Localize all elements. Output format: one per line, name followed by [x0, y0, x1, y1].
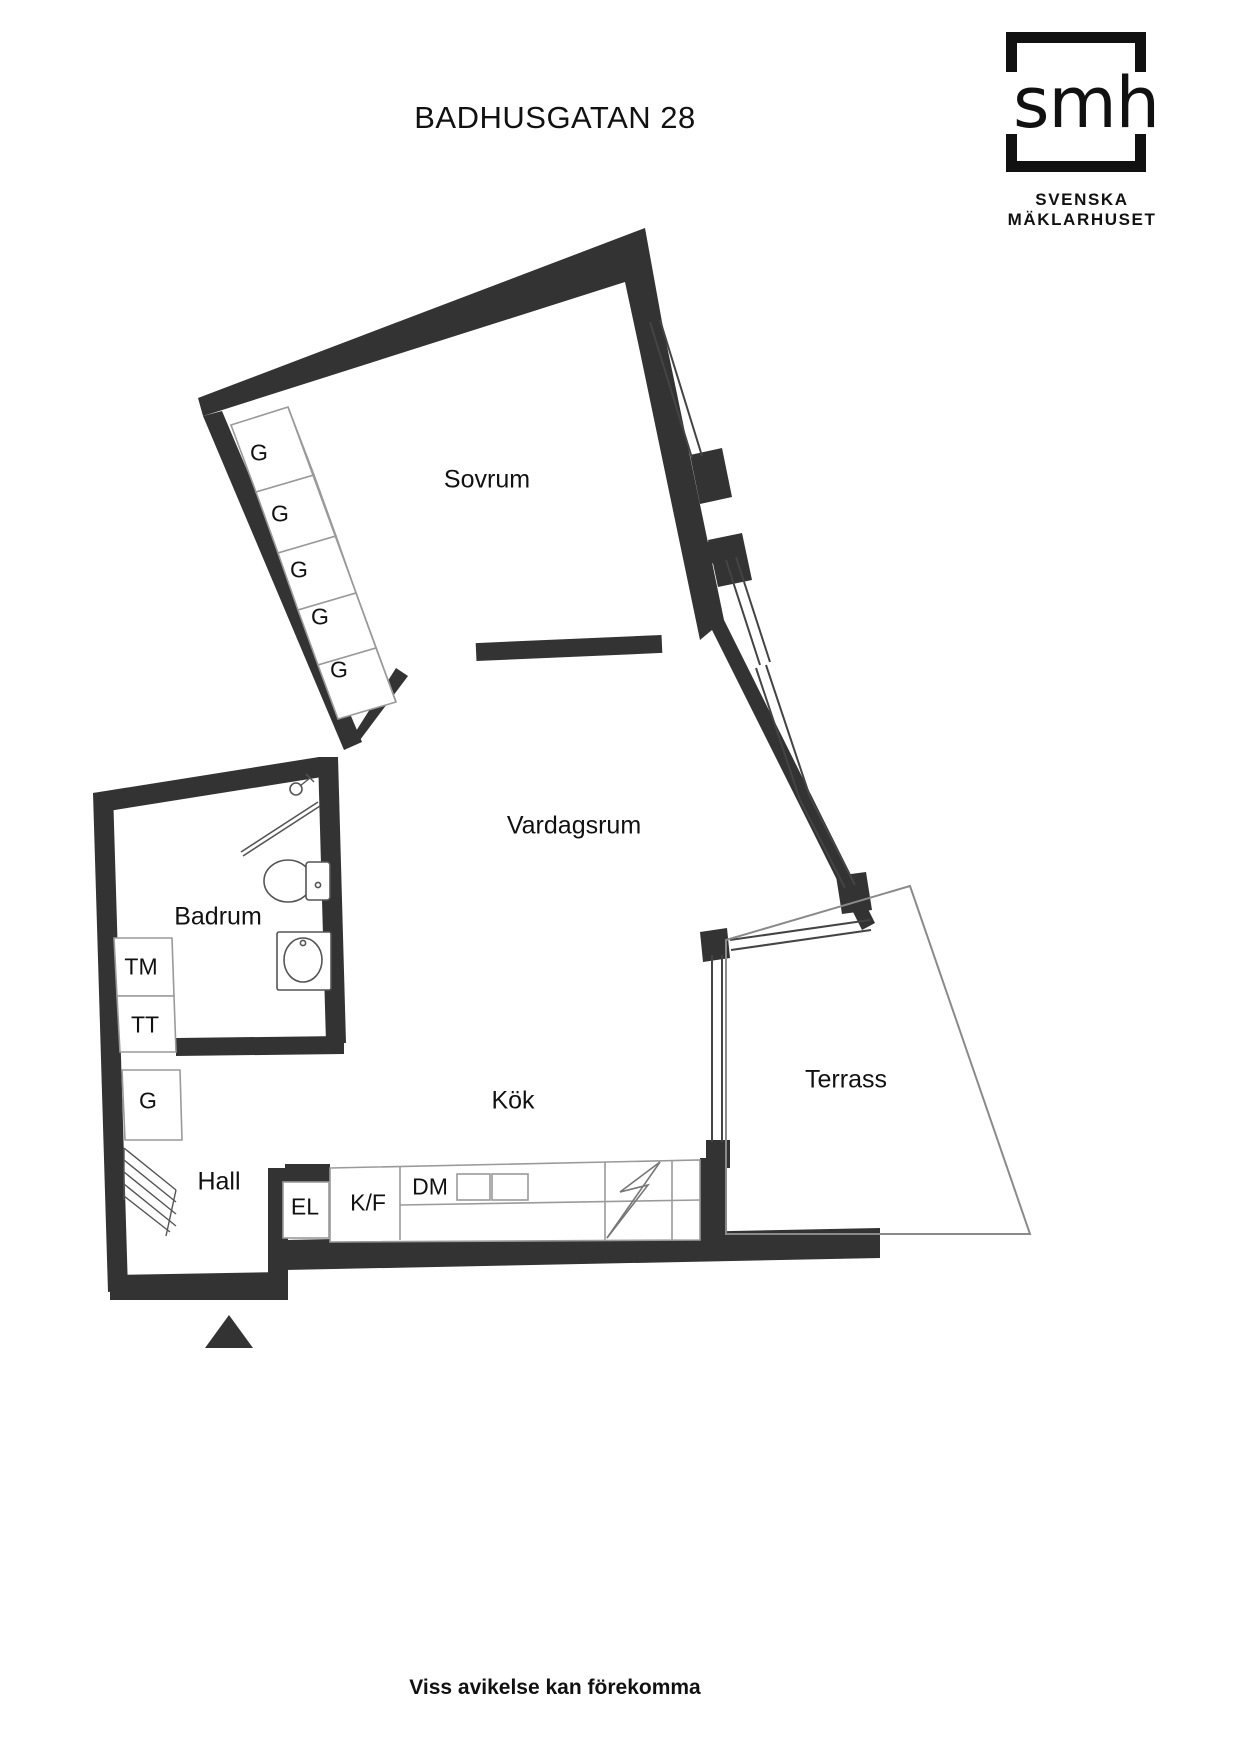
brand-name-line2: MÄKLARHUSET	[1007, 210, 1157, 229]
page-title: BADHUSGATAN 28	[414, 100, 696, 135]
fixture-label-fridge-freezer: K/F	[350, 1189, 386, 1216]
smh-logo-icon: smh	[998, 32, 1174, 184]
terrace-outline	[725, 884, 1032, 1235]
wall-sovrum-partition	[475, 634, 663, 662]
counter-run	[329, 1159, 701, 1243]
wall-terrace-door-jamb-top	[700, 928, 730, 962]
logo-wordmark: smh	[998, 68, 1174, 138]
electrical-panel-box	[282, 1181, 330, 1239]
wall-hall-south	[110, 1272, 285, 1300]
kitchen-counter	[282, 1159, 701, 1243]
sink-basin-icon	[283, 937, 323, 983]
room-label-sovrum: Sovrum	[443, 465, 531, 494]
wall-kitchen-east	[700, 1158, 727, 1245]
windows-layer	[649, 319, 872, 1142]
shower-rail-icon	[240, 801, 321, 857]
window-living-east-bottom	[799, 796, 856, 889]
fixture-label-electrical-panel: EL	[290, 1193, 320, 1220]
wall-bathroom-north	[93, 757, 322, 813]
hall-wardrobe-box	[121, 1069, 183, 1141]
brand-logo: smh SVENSKA MÄKLARHUSET	[998, 32, 1174, 230]
wardrobe-run	[229, 406, 398, 720]
toilet-bowl-icon	[263, 859, 313, 903]
fixture-label-wardrobe-3: G	[290, 556, 308, 583]
fixture-label-dishwasher: DM	[412, 1173, 448, 1200]
sink-basin-right-icon	[491, 1173, 529, 1201]
fixture-label-washing-machine: TM	[124, 953, 158, 980]
wardrobe-front-line	[287, 406, 397, 703]
fixture-label-tumble-dryer: TT	[130, 1011, 160, 1038]
utility-boxes	[113, 937, 183, 1237]
balcony-door-glazing	[729, 919, 872, 951]
window-living-east-upper	[725, 556, 771, 666]
wall-balcony-corner	[836, 872, 872, 914]
wall-east-upper	[690, 448, 732, 504]
toilet-cistern-icon	[305, 861, 331, 901]
wall-sovrum-east-return	[698, 540, 726, 566]
fixture-label-wardrobe-1: G	[250, 439, 268, 466]
room-label-badrum: Badrum	[174, 902, 262, 931]
brand-name: SVENSKA MÄKLARHUSET	[1006, 190, 1158, 230]
bathroom-fixtures	[240, 773, 332, 991]
shower-head-icon	[289, 782, 303, 796]
terrace-door-glazing	[711, 955, 723, 1142]
wall-terrace-door-jamb-bottom	[706, 1140, 730, 1168]
room-label-kok: Kök	[491, 1086, 535, 1115]
fixture-label-wardrobe-5: G	[330, 656, 348, 683]
wall-kitchen-north-strip	[285, 1164, 330, 1185]
room-label-hall: Hall	[197, 1167, 241, 1196]
tumble-dryer-box	[116, 995, 177, 1053]
counter-edge-line	[399, 1199, 701, 1206]
walls-layer	[93, 228, 880, 1300]
stair-hatch-icon	[123, 1147, 177, 1237]
fixture-label-wardrobe-2: G	[271, 500, 289, 527]
wall-bathroom-west	[93, 791, 128, 1292]
wall-sovrum-stub	[344, 668, 408, 750]
room-label-vardagsrum: Vardagsrum	[506, 811, 642, 840]
disclaimer-note: Viss avikelse kan förekomma	[409, 1676, 701, 1699]
brand-name-line1: SVENSKA	[1035, 190, 1129, 209]
stove-burner-icon	[606, 1161, 661, 1239]
sink-basin-left-icon	[456, 1173, 491, 1201]
entrance-marker-icon	[205, 1315, 253, 1348]
fixture-label-wardrobe-4: G	[311, 603, 329, 630]
room-label-terrass: Terrass	[805, 1065, 887, 1094]
fixture-label-hall-wardrobe: G	[139, 1087, 157, 1114]
wall-bathroom-south	[176, 1036, 344, 1056]
window-living-east-lower	[755, 664, 811, 801]
window-sovrum-east	[649, 319, 703, 459]
